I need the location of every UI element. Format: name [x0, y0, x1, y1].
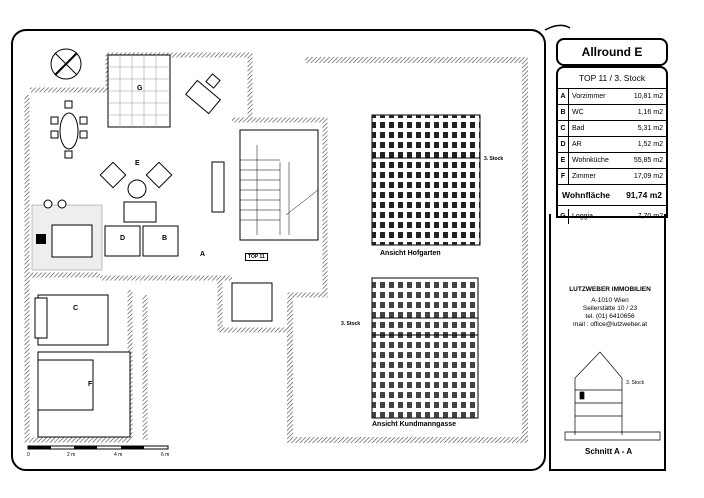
panel-frame [549, 214, 666, 471]
scale-bar [27, 445, 169, 450]
company-info: LUTZWEBER IMMOBILIEN A-1010 Wien Seilers… [556, 286, 664, 329]
total-label: Wohnfläche [562, 190, 611, 200]
room-area: 17,09 m2 [633, 173, 663, 180]
staircase [239, 129, 319, 241]
room-letter: B [558, 105, 569, 120]
room-area: 10,81 m2 [633, 93, 663, 100]
room-area: 1,16 m2 [637, 109, 663, 116]
section-a-a [564, 351, 661, 441]
dining-table [59, 112, 79, 150]
room-label-e: E [135, 160, 140, 167]
room-name: AR [572, 141, 582, 148]
unit-heading: TOP 11 / 3. Stock [558, 68, 666, 89]
room-letter: D [558, 137, 569, 152]
room-letter: E [558, 153, 569, 168]
company-phone: tel. (01) 6410656 [585, 313, 635, 320]
room-name: Bad [572, 125, 585, 132]
company-mail[interactable]: mail : office@lutzweber.at [572, 321, 648, 328]
scale-label: 4 m [114, 452, 123, 458]
room-name: Wohnküche [572, 157, 609, 164]
floor-marker: 3. Stock [341, 321, 361, 327]
room-area: 55,85 m2 [633, 157, 663, 164]
room-area: 7,70 m2 [637, 213, 663, 220]
room-name: Vorzimmer [572, 93, 606, 100]
scale-label: 0 [27, 452, 30, 458]
room-label-c: C [73, 305, 79, 312]
section-floor-marker: 3. Stock [626, 380, 645, 386]
section-label: Schnitt A - A [585, 447, 633, 456]
room-name: Loggia [572, 213, 594, 220]
room-area: 1,52 m2 [637, 141, 663, 148]
facade-label-kundmanngasse: Ansicht Kundmanngasse [372, 421, 457, 428]
total-row: Wohnfläche 91,74 m2 [558, 185, 666, 206]
room-label-b: B [162, 235, 168, 242]
room-label-a: A [200, 251, 206, 258]
facade-hofgarten [371, 114, 481, 246]
room-letter: C [558, 121, 569, 136]
company-name: LUTZWEBER IMMOBILIEN [569, 286, 651, 293]
room-name: Zimmer [572, 173, 596, 180]
room-name: WC [572, 109, 584, 116]
scale-label: 6 m [161, 452, 170, 458]
compass-icon [50, 48, 82, 80]
sheet-frame [11, 29, 546, 471]
room-label-f: F [88, 381, 93, 388]
entrance-tag: TOP 11 [245, 253, 268, 261]
room-letter: A [558, 89, 569, 104]
company-address: A-1010 Wien [591, 297, 629, 304]
room-label-d: D [120, 235, 126, 242]
room-label-g: G [137, 85, 143, 92]
courtyard-wall [287, 57, 528, 443]
floor-marker: 3. Stock [484, 156, 504, 162]
facade-kundmanngasse [371, 277, 479, 419]
scale-label: 2 m [67, 452, 76, 458]
room-letter: F [558, 169, 569, 184]
room-letter: G [558, 209, 569, 224]
total-value: 91,74 m2 [626, 190, 662, 200]
room-area: 5,31 m2 [637, 125, 663, 132]
bed [37, 359, 94, 411]
facade-label-hofgarten: Ansicht Hofgarten [380, 250, 441, 257]
project-title: Allround E [556, 38, 668, 66]
company-street: Seilerstätte 10 / 23 [582, 305, 638, 312]
